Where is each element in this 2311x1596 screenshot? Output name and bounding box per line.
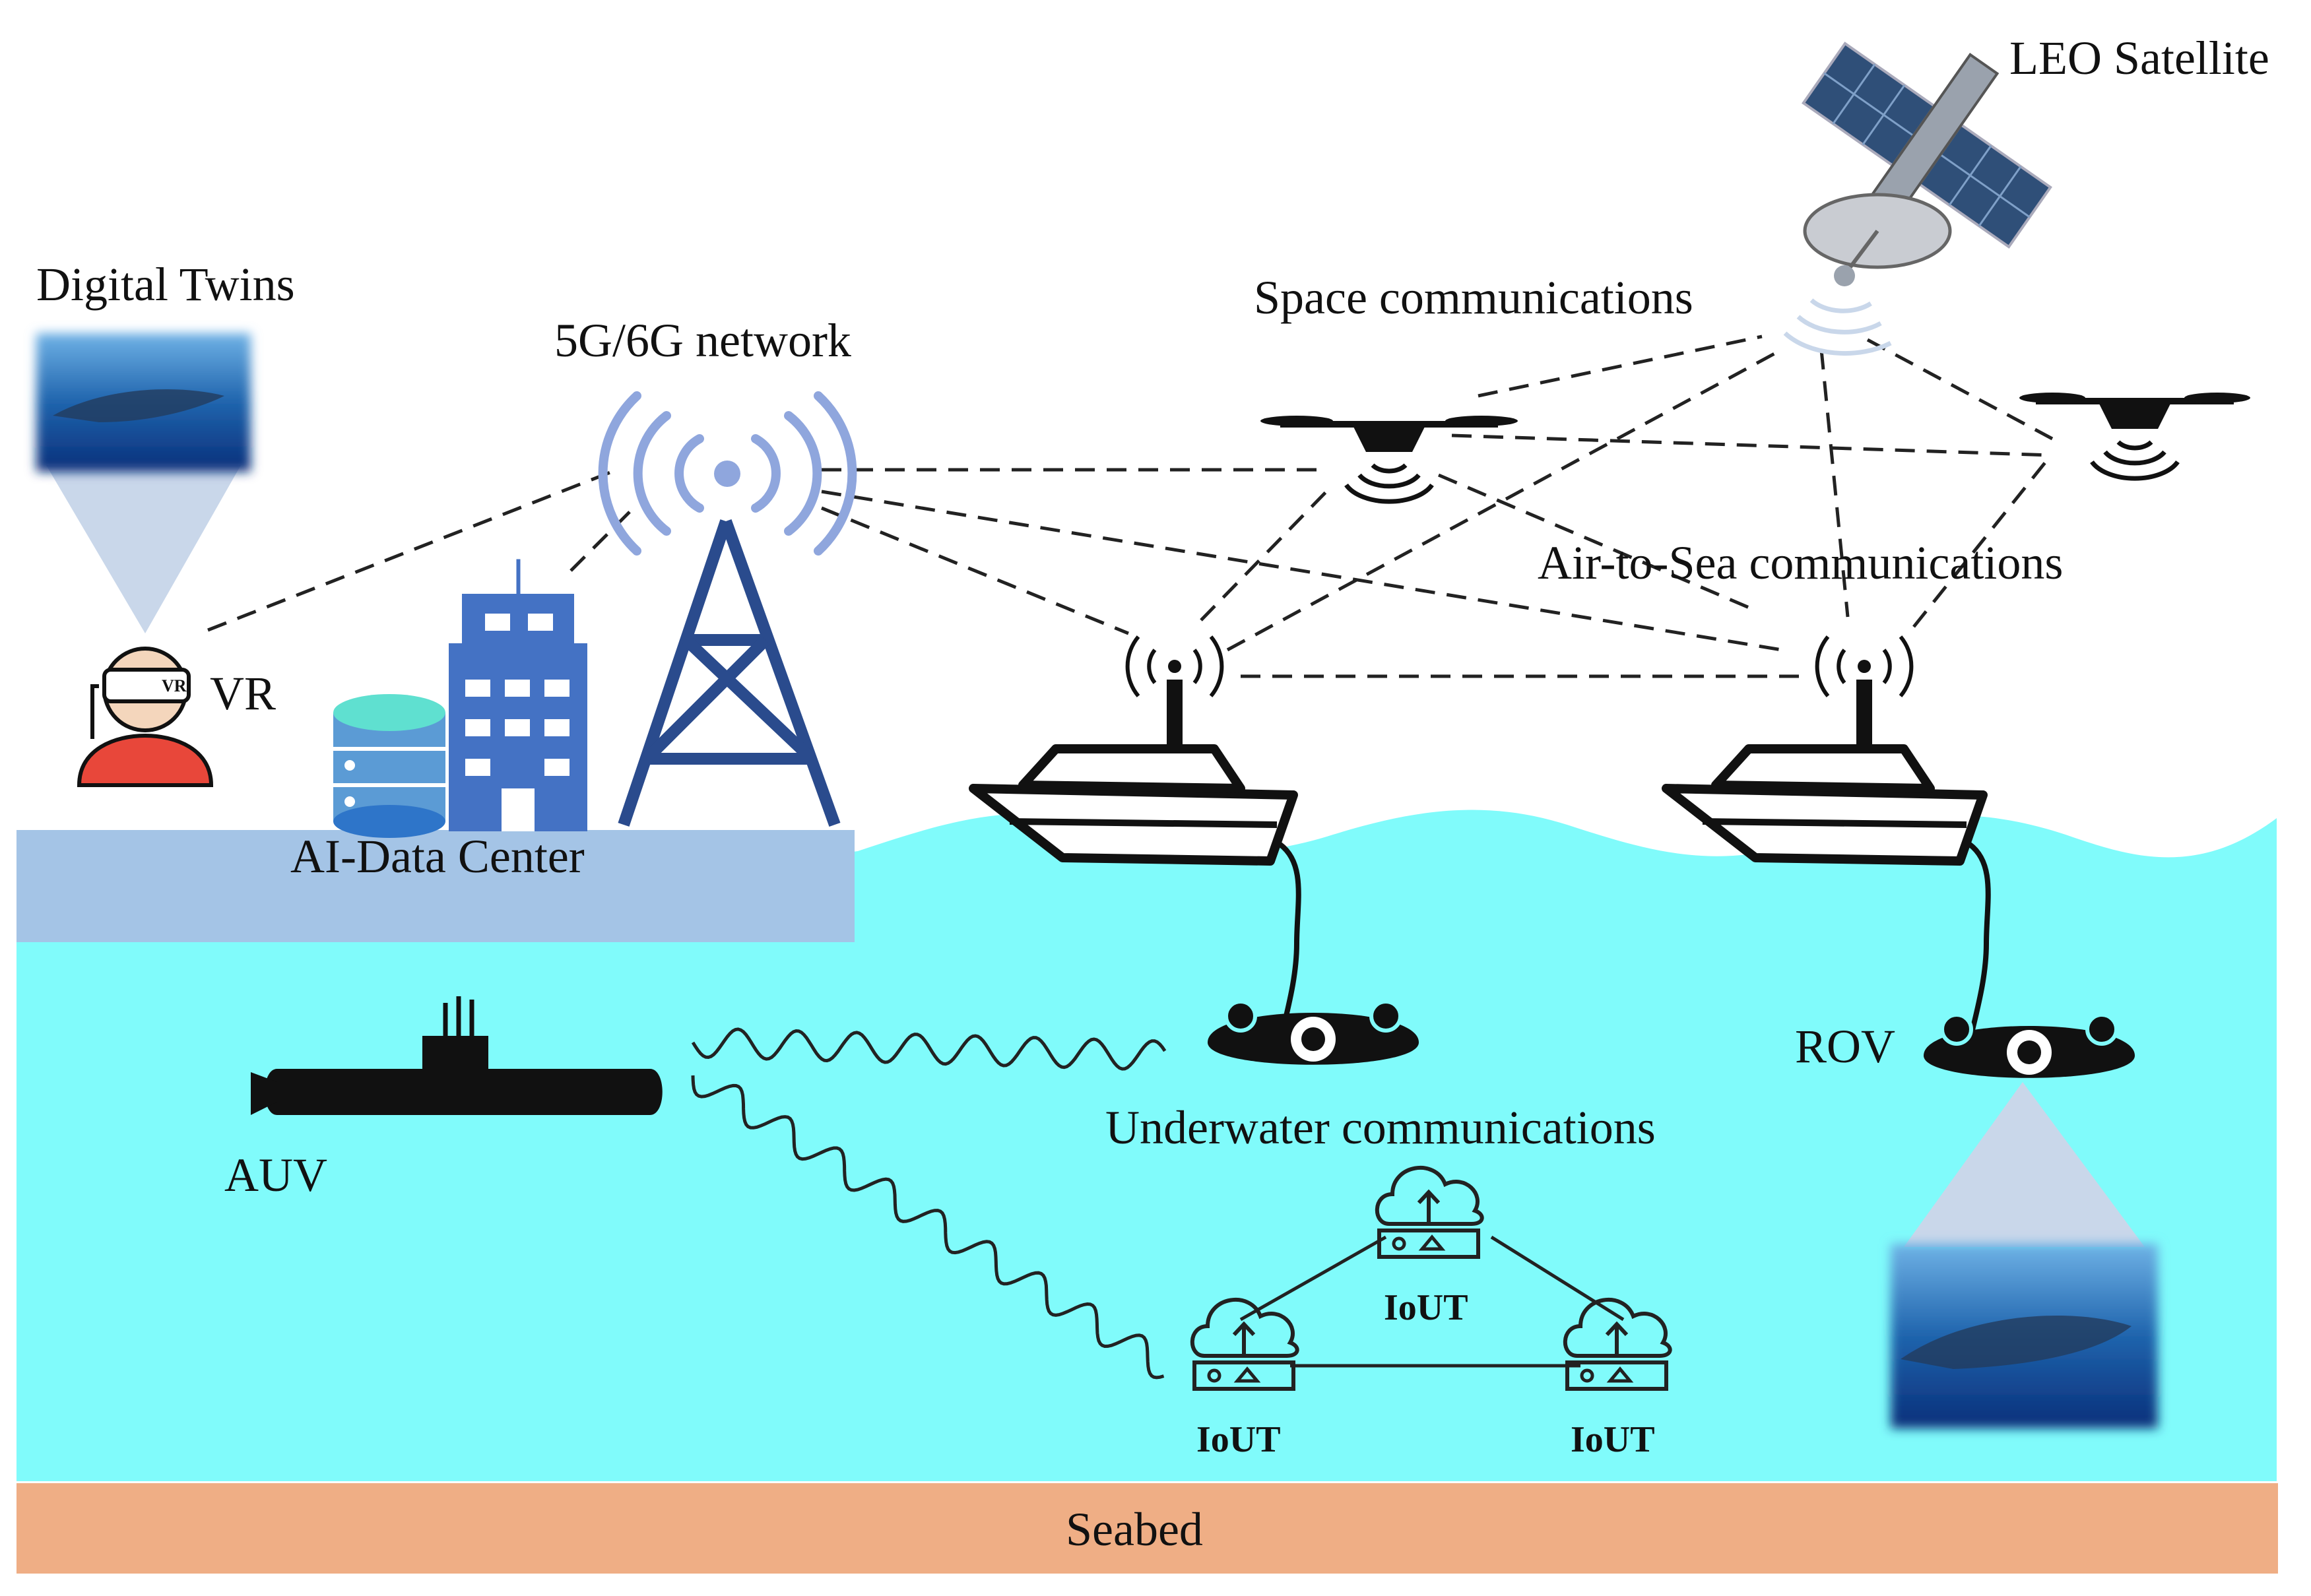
twins-projection-beam [46,465,241,633]
underwater-communications-label: Underwater communications [1105,1101,1656,1154]
rov-label: ROV [1795,1020,1895,1073]
digital-twins-label: Digital Twins [36,258,295,311]
whale-shark-photo [1891,1244,2158,1428]
whale-shark-photo [36,333,251,472]
vr-label: VR [210,667,276,720]
vr-user-icon: VR [77,647,214,787]
drone-icon [1260,416,1518,504]
iout-label-top: IoUT [1384,1287,1468,1328]
rov-icon [1208,1000,1419,1065]
submarine-icon [251,996,663,1115]
database-icon [333,694,445,838]
air-to-sea-label: Air-to-Sea communications [1538,536,2063,589]
auv-label: AUV [224,1149,327,1201]
ocean [16,810,2277,1481]
rov-icon [1924,1013,2135,1078]
ai-data-center-label: AI-Data Center [290,830,585,883]
seabed-label: Seabed [1066,1503,1203,1556]
boat-icon [1662,635,1991,1043]
cloud-router-icon [1190,1298,1299,1391]
cloud-router-icon [1375,1166,1484,1259]
satellite-icon [1783,42,2052,356]
land-platform [16,830,855,942]
seabed [16,1483,2278,1574]
iout-links [1239,1235,1625,1368]
building-icon [449,559,587,831]
boat-icon [969,635,1301,1043]
cloud-router-icon [1563,1298,1672,1391]
leo-satellite-label: LEO Satellite [2009,32,2269,84]
dashed-links [207,335,2054,678]
iout-label-right: IoUT [1571,1419,1655,1460]
acoustic-wave-top [691,1027,1167,1071]
vr-headset-label: VR [162,676,187,695]
tower-icon [598,391,857,827]
network-label: 5G/6G network [554,314,851,367]
acoustic-waves [691,1027,1167,1380]
rov-camera-beam [1904,1082,2145,1247]
drone-icon [2019,393,2250,481]
iout-label-left: IoUT [1196,1419,1281,1460]
acoustic-wave-bottom [691,1075,1165,1380]
space-communications-label: Space communications [1254,271,1693,324]
